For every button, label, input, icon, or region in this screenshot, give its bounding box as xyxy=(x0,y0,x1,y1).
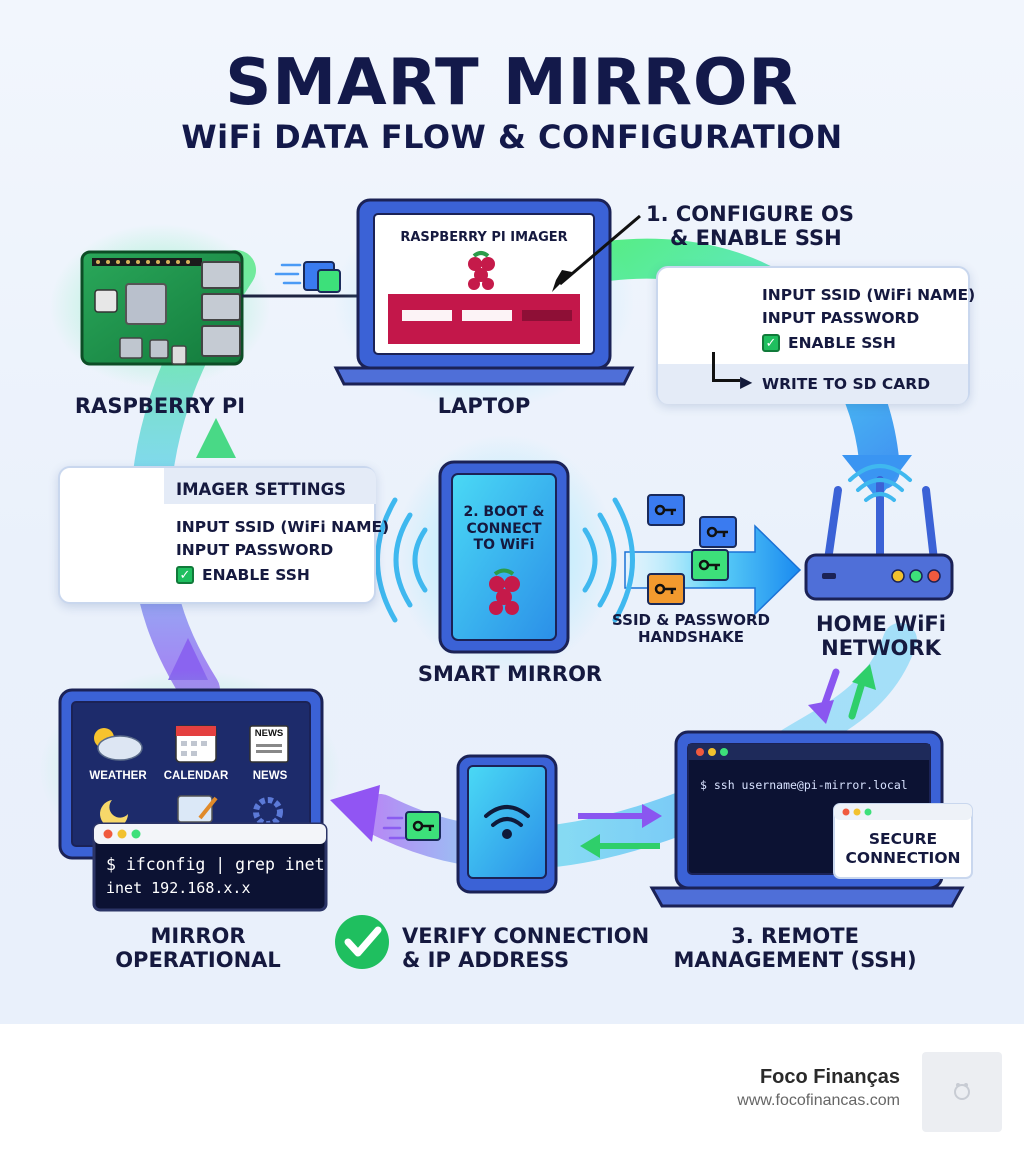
write-connector-line xyxy=(712,352,740,382)
home-wifi-line-1: HOME WiFi xyxy=(816,612,946,636)
calendar-icon xyxy=(175,725,217,763)
flow-arrowhead-pi xyxy=(196,418,236,458)
dashboard-row2-icons xyxy=(100,795,283,828)
ssh-command: $ ssh username@pi-mirror.local xyxy=(700,778,908,792)
sync-arrows xyxy=(578,804,662,858)
step1-ssh-label: ENABLE SSH xyxy=(788,334,896,352)
boot-connect-text: 2. BOOT & CONNECT TO WiFi xyxy=(452,504,556,554)
step1-line-2: & ENABLE SSH xyxy=(670,226,842,251)
secure-connection-card xyxy=(833,803,973,879)
step1-write-label: WRITE TO SD CARD xyxy=(762,375,931,393)
laptop-label: LAPTOP xyxy=(437,394,531,418)
write-arrow-icon: ▶ xyxy=(740,374,753,391)
step1-heading: 1. CONFIGURE OS & ENABLE SSH xyxy=(646,202,886,250)
page-subtitle: WiFi DATA FLOW & CONFIGURATION xyxy=(181,118,843,156)
brand-name: Foco Finanças xyxy=(759,1066,900,1088)
footer: Foco Finanças www.focofinancas.com xyxy=(0,1024,1024,1154)
imager-ssh-checkbox: ✓ xyxy=(176,566,194,584)
checkmark-icon xyxy=(335,915,389,969)
raspberry-logo-laptop xyxy=(468,251,495,290)
weather-icon xyxy=(94,728,143,761)
write-sd-row xyxy=(658,364,968,404)
verify-line-2: & IP ADDRESS xyxy=(402,948,570,973)
callout-arrow xyxy=(559,214,641,286)
raspberry-pi-label: RASPBERRY PI xyxy=(74,394,246,418)
step1-settings-card: INPUT SSID (WiFi NAME) INPUT PASSWORD ✓ … xyxy=(656,266,975,404)
mirror-operational-label: MIRROR OPERATIONAL xyxy=(88,924,308,972)
brand-logo xyxy=(922,1052,1002,1132)
mirror-operational-line-2: OPERATIONAL xyxy=(115,948,281,973)
news-icon-text: NEWS xyxy=(254,728,284,739)
router-icon xyxy=(804,464,954,601)
raspberry-logo-mirror xyxy=(489,568,520,615)
news-icon xyxy=(249,725,289,763)
calendar-widget-label: CALENDAR xyxy=(163,770,229,782)
weather-widget-label: WEATHER xyxy=(89,770,147,782)
laptop-device xyxy=(333,190,635,410)
imager-header-bar xyxy=(164,468,376,504)
step1-ssid-label: INPUT SSID (WiFi NAME) xyxy=(762,286,976,304)
smart-mirror-device xyxy=(395,435,615,675)
imager-header: IMAGER SETTINGS xyxy=(176,480,347,499)
imager-ssid-label: INPUT SSID (WiFi NAME) xyxy=(176,518,390,536)
remote-line-2: MANAGEMENT (SSH) xyxy=(673,948,917,973)
raspberry-pi-board xyxy=(50,224,270,388)
boot-line-2: CONNECT xyxy=(466,520,542,537)
brand-url[interactable]: www.focofinancas.com xyxy=(737,1092,900,1109)
handshake-label: SSID & PASSWORD HANDSHAKE xyxy=(606,611,776,647)
key-doc-bottom xyxy=(382,811,441,841)
terminal-window xyxy=(92,822,328,912)
step1-password-label: INPUT PASSWORD xyxy=(762,309,920,327)
boot-line-3: TO WiFi xyxy=(473,537,535,554)
step1-ssh-checkbox: ✓ xyxy=(762,334,780,352)
remote-management-label: 3. REMOTE MANAGEMENT (SSH) xyxy=(670,924,920,972)
flow-arrowhead-mirror xyxy=(330,785,380,842)
terminal-command: $ ifconfig | grep inet xyxy=(106,855,325,874)
imager-app-title: RASPBERRY PI IMAGER xyxy=(400,230,568,245)
boot-line-1: 2. BOOT & xyxy=(463,504,545,520)
news-widget-label: NEWS xyxy=(252,770,288,782)
handshake-line-2: HANDSHAKE xyxy=(637,628,744,647)
secure-line-1: SECURE xyxy=(868,830,938,848)
imager-password-label: INPUT PASSWORD xyxy=(176,541,334,559)
brand-logo-mark xyxy=(954,1083,970,1100)
wifi-waves xyxy=(375,497,635,623)
home-wifi-line-2: NETWORK xyxy=(821,636,941,661)
handshake-line-1: SSID & PASSWORD xyxy=(612,611,770,629)
mirror-operational-line-1: MIRROR xyxy=(150,924,246,948)
secure-line-2: CONNECTION xyxy=(845,848,961,867)
home-wifi-label: HOME WiFi NETWORK xyxy=(796,612,966,660)
phone-device xyxy=(456,754,558,894)
imager-settings-card: IMAGER SETTINGS INPUT SSID (WiFi NAME) I… xyxy=(58,466,389,604)
verify-line-1: VERIFY CONNECTION xyxy=(402,924,650,948)
terminal-output: inet 192.168.x.x xyxy=(106,879,251,897)
verify-label: VERIFY CONNECTION & IP ADDRESS xyxy=(402,924,652,972)
imager-ssh-label: ENABLE SSH xyxy=(202,566,310,584)
step1-line-1: 1. CONFIGURE OS xyxy=(646,202,854,226)
updown-arrows xyxy=(808,664,876,724)
flow-arrowhead-left xyxy=(168,638,208,680)
remote-line-1: 3. REMOTE xyxy=(731,924,859,948)
sd-card-icons xyxy=(274,261,341,293)
key-icon-docs xyxy=(647,494,737,605)
secure-connection-text: SECURE CONNECTION xyxy=(834,830,972,867)
smart-mirror-label: SMART MIRROR xyxy=(417,662,603,686)
diagram-canvas: SMART MIRROR WiFi DATA FLOW & CONFIGURAT… xyxy=(0,0,1024,1024)
page-title: SMART MIRROR xyxy=(225,46,799,120)
wifi-icon xyxy=(484,805,530,839)
